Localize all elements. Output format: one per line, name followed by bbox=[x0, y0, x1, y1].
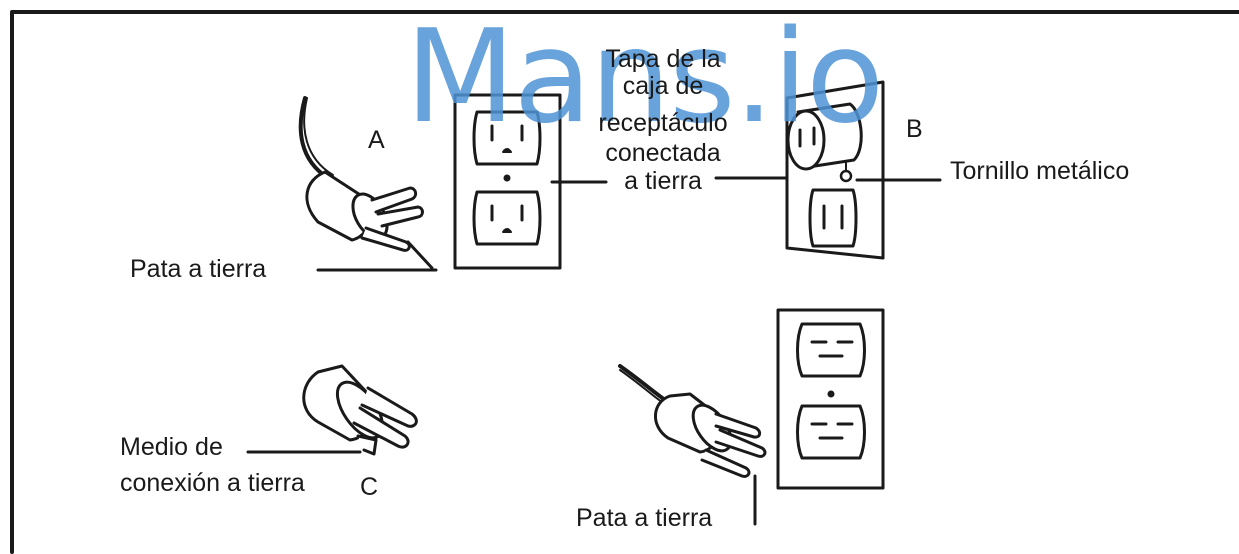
outlet-d-icon bbox=[776, 308, 885, 490]
label-b: B bbox=[906, 115, 923, 143]
cover-label-line4: conectada bbox=[605, 139, 721, 167]
cover-label-line2: caja de bbox=[622, 72, 704, 100]
metal-screw-label: Tornillo metálico bbox=[950, 157, 1130, 185]
plug-c-icon bbox=[302, 364, 418, 456]
label-a: A bbox=[368, 126, 385, 154]
ground-means-label-line1: Medio de bbox=[120, 433, 223, 461]
plug-d-icon bbox=[618, 364, 767, 478]
cover-label-line5: a tierra bbox=[624, 167, 702, 195]
ground-pin-label-top: Pata a tierra bbox=[130, 255, 267, 283]
cover-label-line3: receptáculo bbox=[598, 109, 728, 137]
ground-pin-label-bottom: Pata a tierra bbox=[576, 504, 713, 532]
watermark-logo: Mans.io bbox=[405, 3, 884, 152]
plug-a-icon bbox=[298, 96, 434, 270]
label-c: C bbox=[360, 473, 379, 501]
ground-means-label-line2: conexión a tierra bbox=[120, 469, 305, 497]
outlet-b-icon bbox=[785, 80, 885, 260]
diagram-frame bbox=[10, 10, 1239, 554]
outlet-a-icon bbox=[453, 93, 562, 270]
cover-label-line1: Tapa de la bbox=[605, 45, 721, 73]
